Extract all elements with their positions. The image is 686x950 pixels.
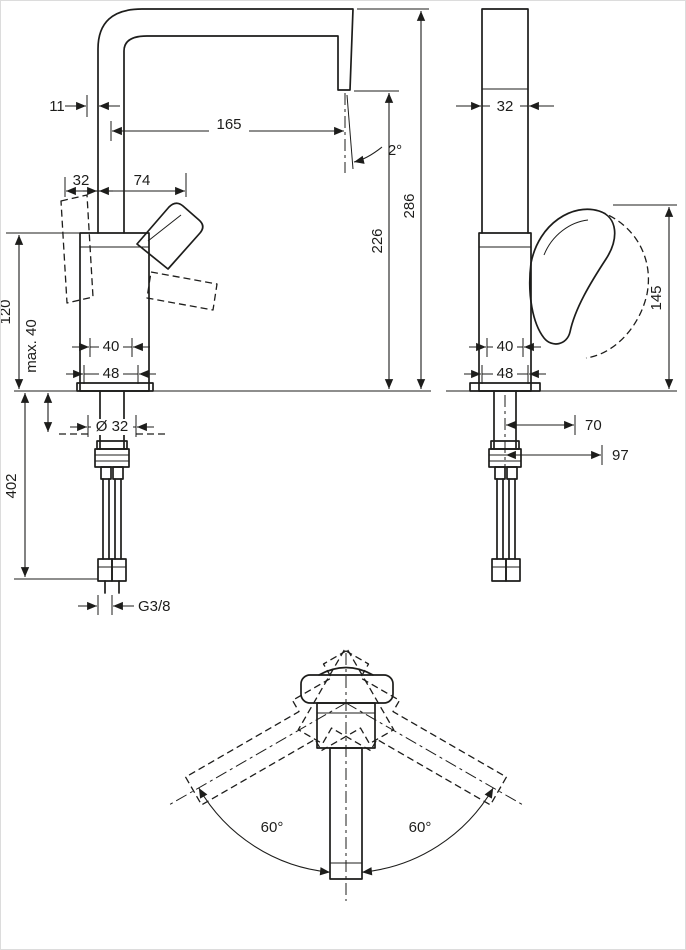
escutcheon-side xyxy=(469,382,541,392)
handle-side-position xyxy=(585,210,649,359)
spout-outline xyxy=(97,8,354,234)
dim-width-top: 40 xyxy=(103,338,120,355)
dim-width-base: 48 xyxy=(103,365,120,382)
front-view xyxy=(14,8,431,594)
dim-width-top-side: 40 xyxy=(497,338,514,355)
escutcheon xyxy=(76,382,154,392)
front-view-dimensions: 11 165 2° 32 74 226 286 120 max. 40 xyxy=(1,8,429,615)
dim-shank-length: 402 xyxy=(3,473,20,498)
side-view-dimensions: 32 145 40 48 70 97 xyxy=(456,98,677,465)
dim-offset-b: 97 xyxy=(612,447,629,464)
dim-handle-height: 145 xyxy=(648,285,665,310)
dim-spout-width: 32 xyxy=(497,98,514,115)
dim-handle-b: 74 xyxy=(134,172,151,189)
supply-hoses-side xyxy=(491,466,521,582)
handle-position-down xyxy=(146,271,218,311)
handle-top-view xyxy=(300,674,394,704)
dim-reach-offset: 11 xyxy=(49,98,65,115)
dim-swivel-left: 60° xyxy=(261,819,284,836)
handle-position-up xyxy=(60,194,94,304)
dim-width-base-side: 48 xyxy=(497,365,514,382)
dim-thread: G3/8 xyxy=(138,598,171,615)
dim-handle-a: 32 xyxy=(73,172,90,189)
dim-max-deck: max. 40 xyxy=(23,319,40,372)
dim-reach: 165 xyxy=(216,116,241,133)
dim-total-height: 286 xyxy=(401,193,418,218)
top-view: 60° 60° xyxy=(168,649,524,901)
dim-swivel-right: 60° xyxy=(409,819,432,836)
spout-column xyxy=(481,8,529,234)
dim-outlet-height: 226 xyxy=(369,228,386,253)
dim-outlet-angle: 2° xyxy=(388,142,402,159)
spout-top-view xyxy=(329,747,363,880)
handle-side-solid xyxy=(528,208,616,345)
dim-body-height: 120 xyxy=(1,299,14,324)
side-view xyxy=(446,8,677,582)
dim-offset-a: 70 xyxy=(585,417,602,434)
handle-solid xyxy=(136,202,204,270)
supply-hoses xyxy=(97,466,127,594)
dim-hole-diameter: Ø 32 xyxy=(96,418,129,435)
